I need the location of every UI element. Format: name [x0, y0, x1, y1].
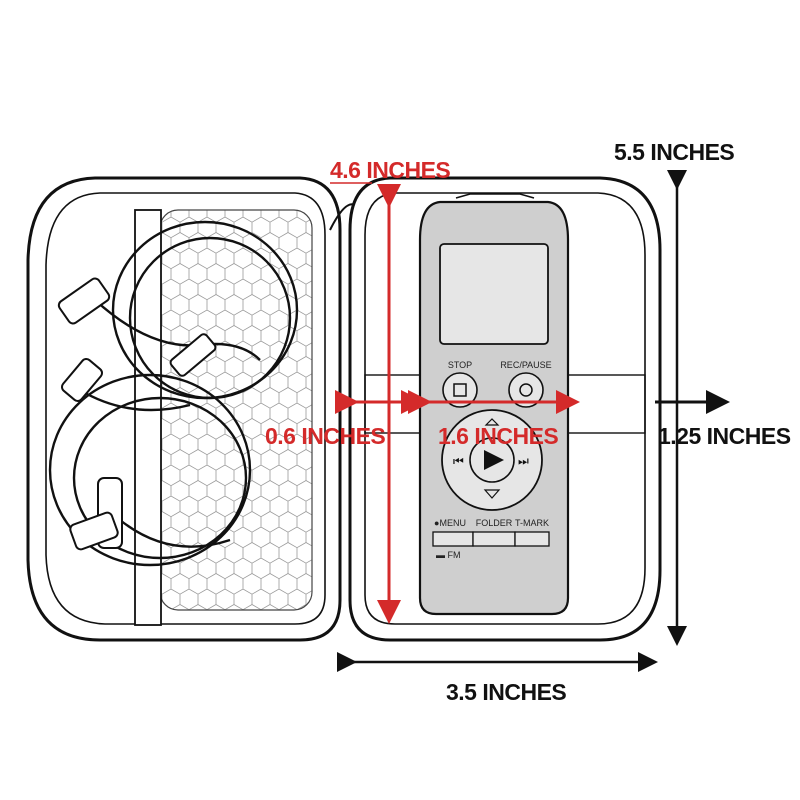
- mesh-pocket: [159, 209, 313, 611]
- earphones-cable: [48, 220, 299, 567]
- chevron-up-icon: [484, 418, 500, 426]
- earbud-icon: [57, 277, 217, 551]
- depth-black-label: 1.25 INCHES: [658, 423, 791, 449]
- voice-recorder: STOP REC/PAUSE ⏮ ⏭ ●MENU FOLDER T-MARK ▬…: [418, 193, 570, 616]
- width-black-label: 3.5 INCHES: [446, 679, 566, 705]
- case-left-half: [26, 176, 342, 642]
- chevron-down-icon: [483, 489, 501, 499]
- fm-label: ▬ FM: [436, 550, 461, 560]
- stop-label: STOP: [448, 360, 472, 370]
- height-red-label: 4.6 INCHES: [330, 157, 450, 183]
- folder-button[interactable]: [472, 531, 516, 547]
- width-red-label: 1.6 INCHES: [438, 423, 558, 449]
- t-mark-button[interactable]: [514, 531, 550, 547]
- menu-label: ●MENU: [434, 518, 466, 528]
- play-icon: [484, 450, 504, 470]
- rewind-icon: ⏮: [453, 454, 464, 468]
- nav-wheel[interactable]: ⏮ ⏭: [441, 409, 543, 511]
- rec-pause-label: REC/PAUSE: [500, 360, 551, 370]
- folder-label: FOLDER: [476, 518, 513, 528]
- height-black-label: 5.5 INCHES: [614, 139, 734, 165]
- t-mark-label: T-MARK: [515, 518, 549, 528]
- forward-icon: ⏭: [518, 454, 529, 468]
- recorder-screen: [439, 243, 549, 345]
- menu-button[interactable]: [432, 531, 474, 547]
- elastic-strap: [134, 209, 162, 626]
- gap-red-label: 0.6 INCHES: [265, 423, 385, 449]
